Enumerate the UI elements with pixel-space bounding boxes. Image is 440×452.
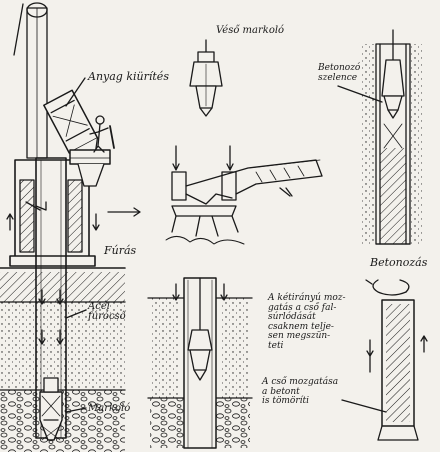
label-chisel-grab: Véső markoló [216,25,285,36]
label-tube-movement: A cső mozgatása a betont is tömöríti [262,377,339,407]
grab-bucket [39,377,63,441]
label-two-way-motion-line-4: csaknem telje- [268,321,334,332]
label-tube-movement-line-3: is tömöríti [262,396,310,406]
label-material-emptying: Anyag kiürítés [88,70,169,83]
guide-frame [165,145,323,245]
label-concreting-cell-line-1: Betonozó [318,63,361,73]
label-two-way-motion-line-6: teti [268,340,284,351]
worker-head [95,115,105,125]
topsoil-layer [0,272,125,302]
label-steel-tube: Acél fúrócső [88,302,126,322]
label-two-way-motion: A kétirányú moz- gatás a cső fal- súrlód… [268,293,346,351]
label-concreting: Betonozás [370,256,428,269]
concreting-stage [341,279,428,441]
label-two-way-motion-line-5: sen megszün- [268,331,331,341]
label-tube-movement-line-1: A cső mozgatása [262,377,339,387]
label-two-way-motion-line-1: A kétirányú moz- [268,293,346,303]
concreting-cell [362,29,422,245]
label-two-way-motion-line-2: gatás a cső fal- [268,302,337,313]
tube-with-grab [147,277,253,449]
label-tube-movement-line-2: a betont [262,386,300,397]
drilling-rig [0,2,126,452]
label-two-way-motion-line-3: súrlódását [268,312,316,322]
chisel-grab [189,39,223,117]
label-steel-tube-line-2: fúrócső [88,311,126,322]
label-concreting-cell-line-2: szelence [318,72,358,83]
label-steel-tube-line-1: Acél [88,301,110,312]
label-grab: Markoló [88,403,131,414]
label-drilling: Fúrás [104,244,137,257]
label-concreting-cell: Betonozó szelence [318,63,361,83]
sand-layer [0,302,125,390]
